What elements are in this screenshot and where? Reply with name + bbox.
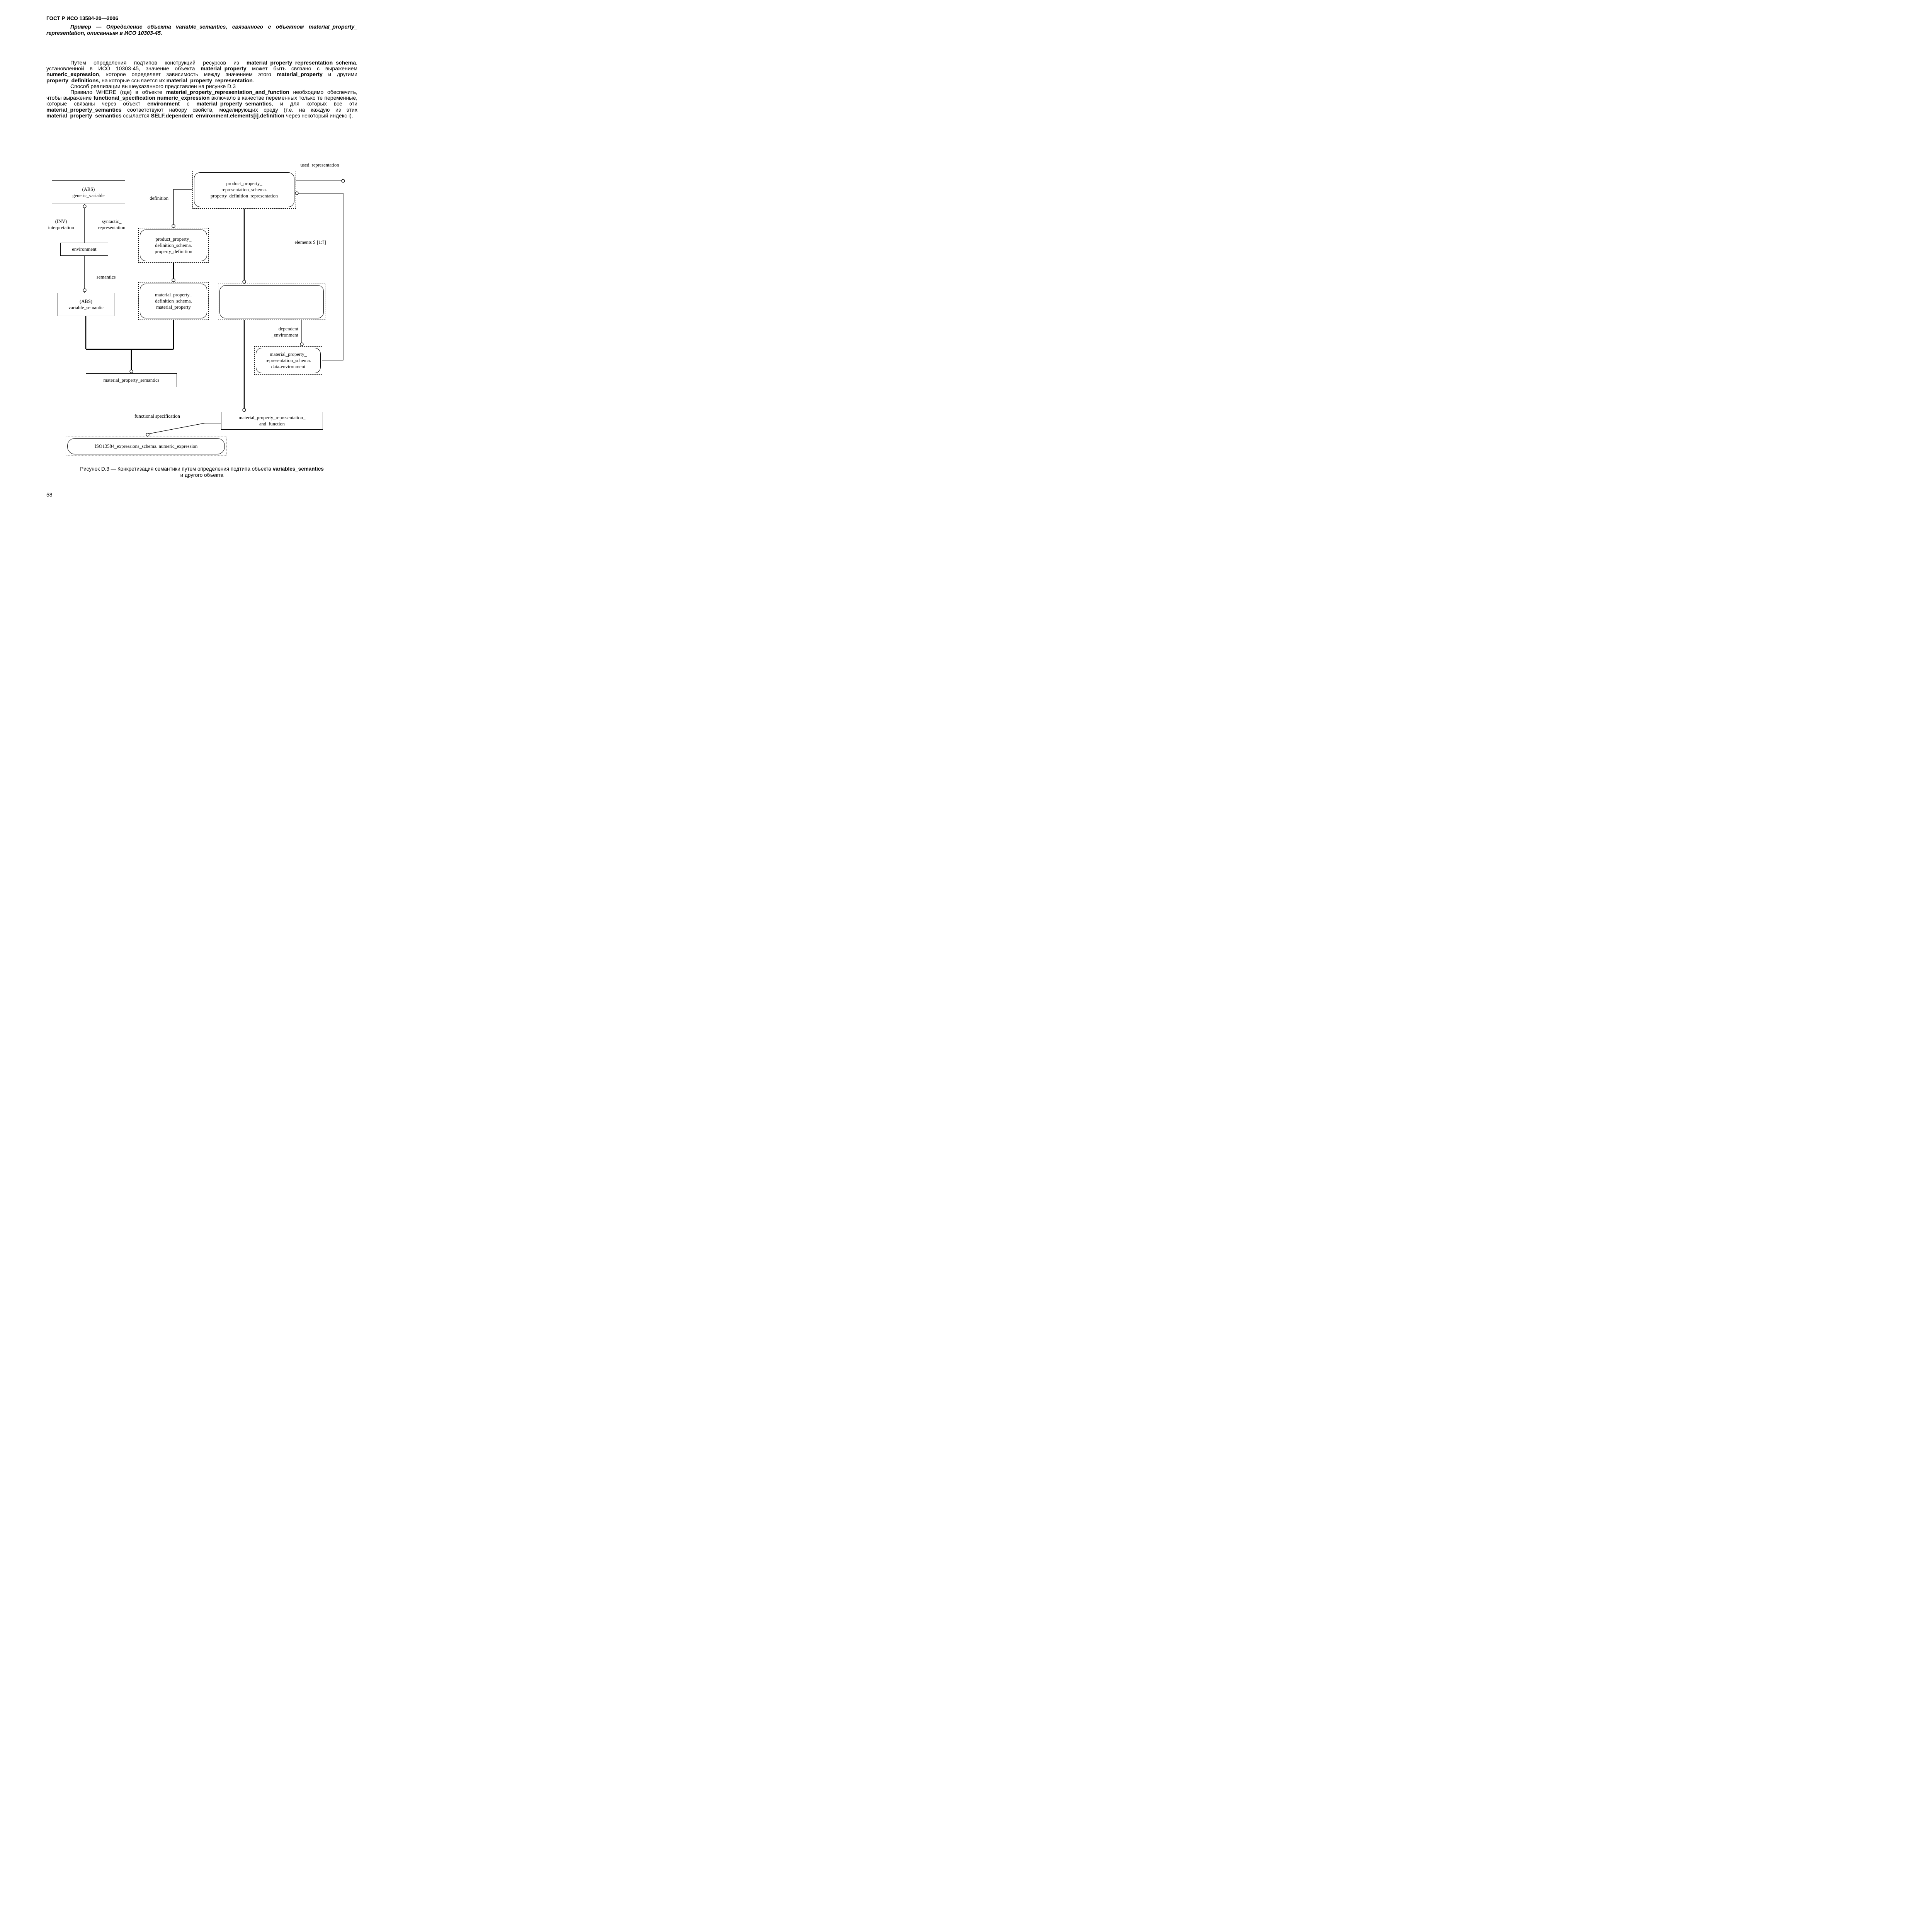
label-dependent-environment: dependent _environment — [271, 326, 298, 338]
label-syntactic-representation: syntactic_ representation — [98, 219, 126, 230]
circle-material-property — [172, 278, 175, 282]
label-elements: elements S [1:?] — [294, 240, 326, 245]
circle-numeric-expression — [146, 433, 150, 437]
circle-material-property-semantics — [129, 369, 133, 373]
node-generic-variable: (ABS) generic_variable — [52, 180, 125, 204]
node-property-definition: product_property_ definition_schema. pro… — [138, 228, 209, 263]
circle-and-function — [242, 408, 246, 412]
figure-caption-line2: и другого объекта — [180, 472, 224, 478]
node-material-property-semantics: material_property_semantics — [86, 373, 177, 387]
node-environment: environment — [60, 243, 108, 256]
node-data-environment-box: material_property_ representation_schema… — [256, 348, 321, 373]
example-paragraph: Пример — Определение объекта variable_se… — [46, 24, 357, 36]
figure-d3-diagram: (ABS) generic_variable environment (ABS)… — [0, 162, 388, 461]
circle-definition — [172, 224, 175, 228]
node-material-property-representation-and-function: material_property_representation_ and_fu… — [221, 412, 323, 430]
label-functional-specification: functional specification — [134, 413, 180, 419]
node-property-definition-representation-box: product_property_ representation_schema.… — [194, 172, 294, 207]
paragraph-3: Правило WHERE (где) в объекте material_p… — [46, 89, 357, 119]
node-property-definition-box: product_property_ definition_schema. pro… — [140, 230, 207, 261]
paragraph-1: Путем определения подтипов конструкций р… — [46, 60, 358, 83]
circle-dependent-environment — [300, 342, 304, 346]
page-number: 58 — [46, 492, 53, 498]
circle-semantics — [83, 288, 87, 292]
figure-caption-line1: Рисунок D.3 — Конкретизация семантики пу… — [80, 466, 324, 472]
node-numeric-expression: ISO13584_expressions_schema. numeric_exp… — [66, 437, 226, 456]
label-inv-interpretation: (INV) interpretation — [48, 219, 74, 230]
edge-definition — [173, 189, 192, 228]
paragraph-2: Способ реализации вышеуказанного предста… — [70, 83, 236, 89]
circle-material-property-representation — [242, 280, 246, 284]
label-used-representation: used_representation — [300, 162, 339, 168]
node-material-property-representation-box — [219, 285, 324, 318]
node-variable-semantic: (ABS) variable_semantic — [58, 293, 114, 316]
edge-functional-specification — [148, 423, 221, 434]
node-property-definition-representation: product_property_ representation_schema.… — [192, 171, 296, 209]
node-numeric-expression-box: ISO13584_expressions_schema. numeric_exp… — [67, 438, 225, 454]
document-page: ГОСТ Р ИСО 13584-20—2006 Пример — Опреде… — [0, 0, 388, 549]
body-text: Путем определения подтипов конструкций р… — [46, 60, 357, 119]
label-definition: definition — [150, 196, 168, 201]
circle-interpretation — [83, 204, 87, 208]
node-material-property-box: material_property_ definition_schema. ma… — [140, 284, 207, 318]
node-material-property: material_property_ definition_schema. ma… — [138, 282, 209, 320]
edge-elements — [297, 193, 344, 361]
label-semantics: semantics — [97, 274, 116, 280]
figure-caption: Рисунок D.3 — Конкретизация семантики пу… — [46, 466, 357, 478]
document-title: ГОСТ Р ИСО 13584-20—2006 — [46, 15, 119, 21]
node-material-property-representation — [218, 284, 325, 320]
circle-used-representation — [341, 179, 345, 183]
node-data-environment: material_property_ representation_schema… — [254, 346, 322, 375]
